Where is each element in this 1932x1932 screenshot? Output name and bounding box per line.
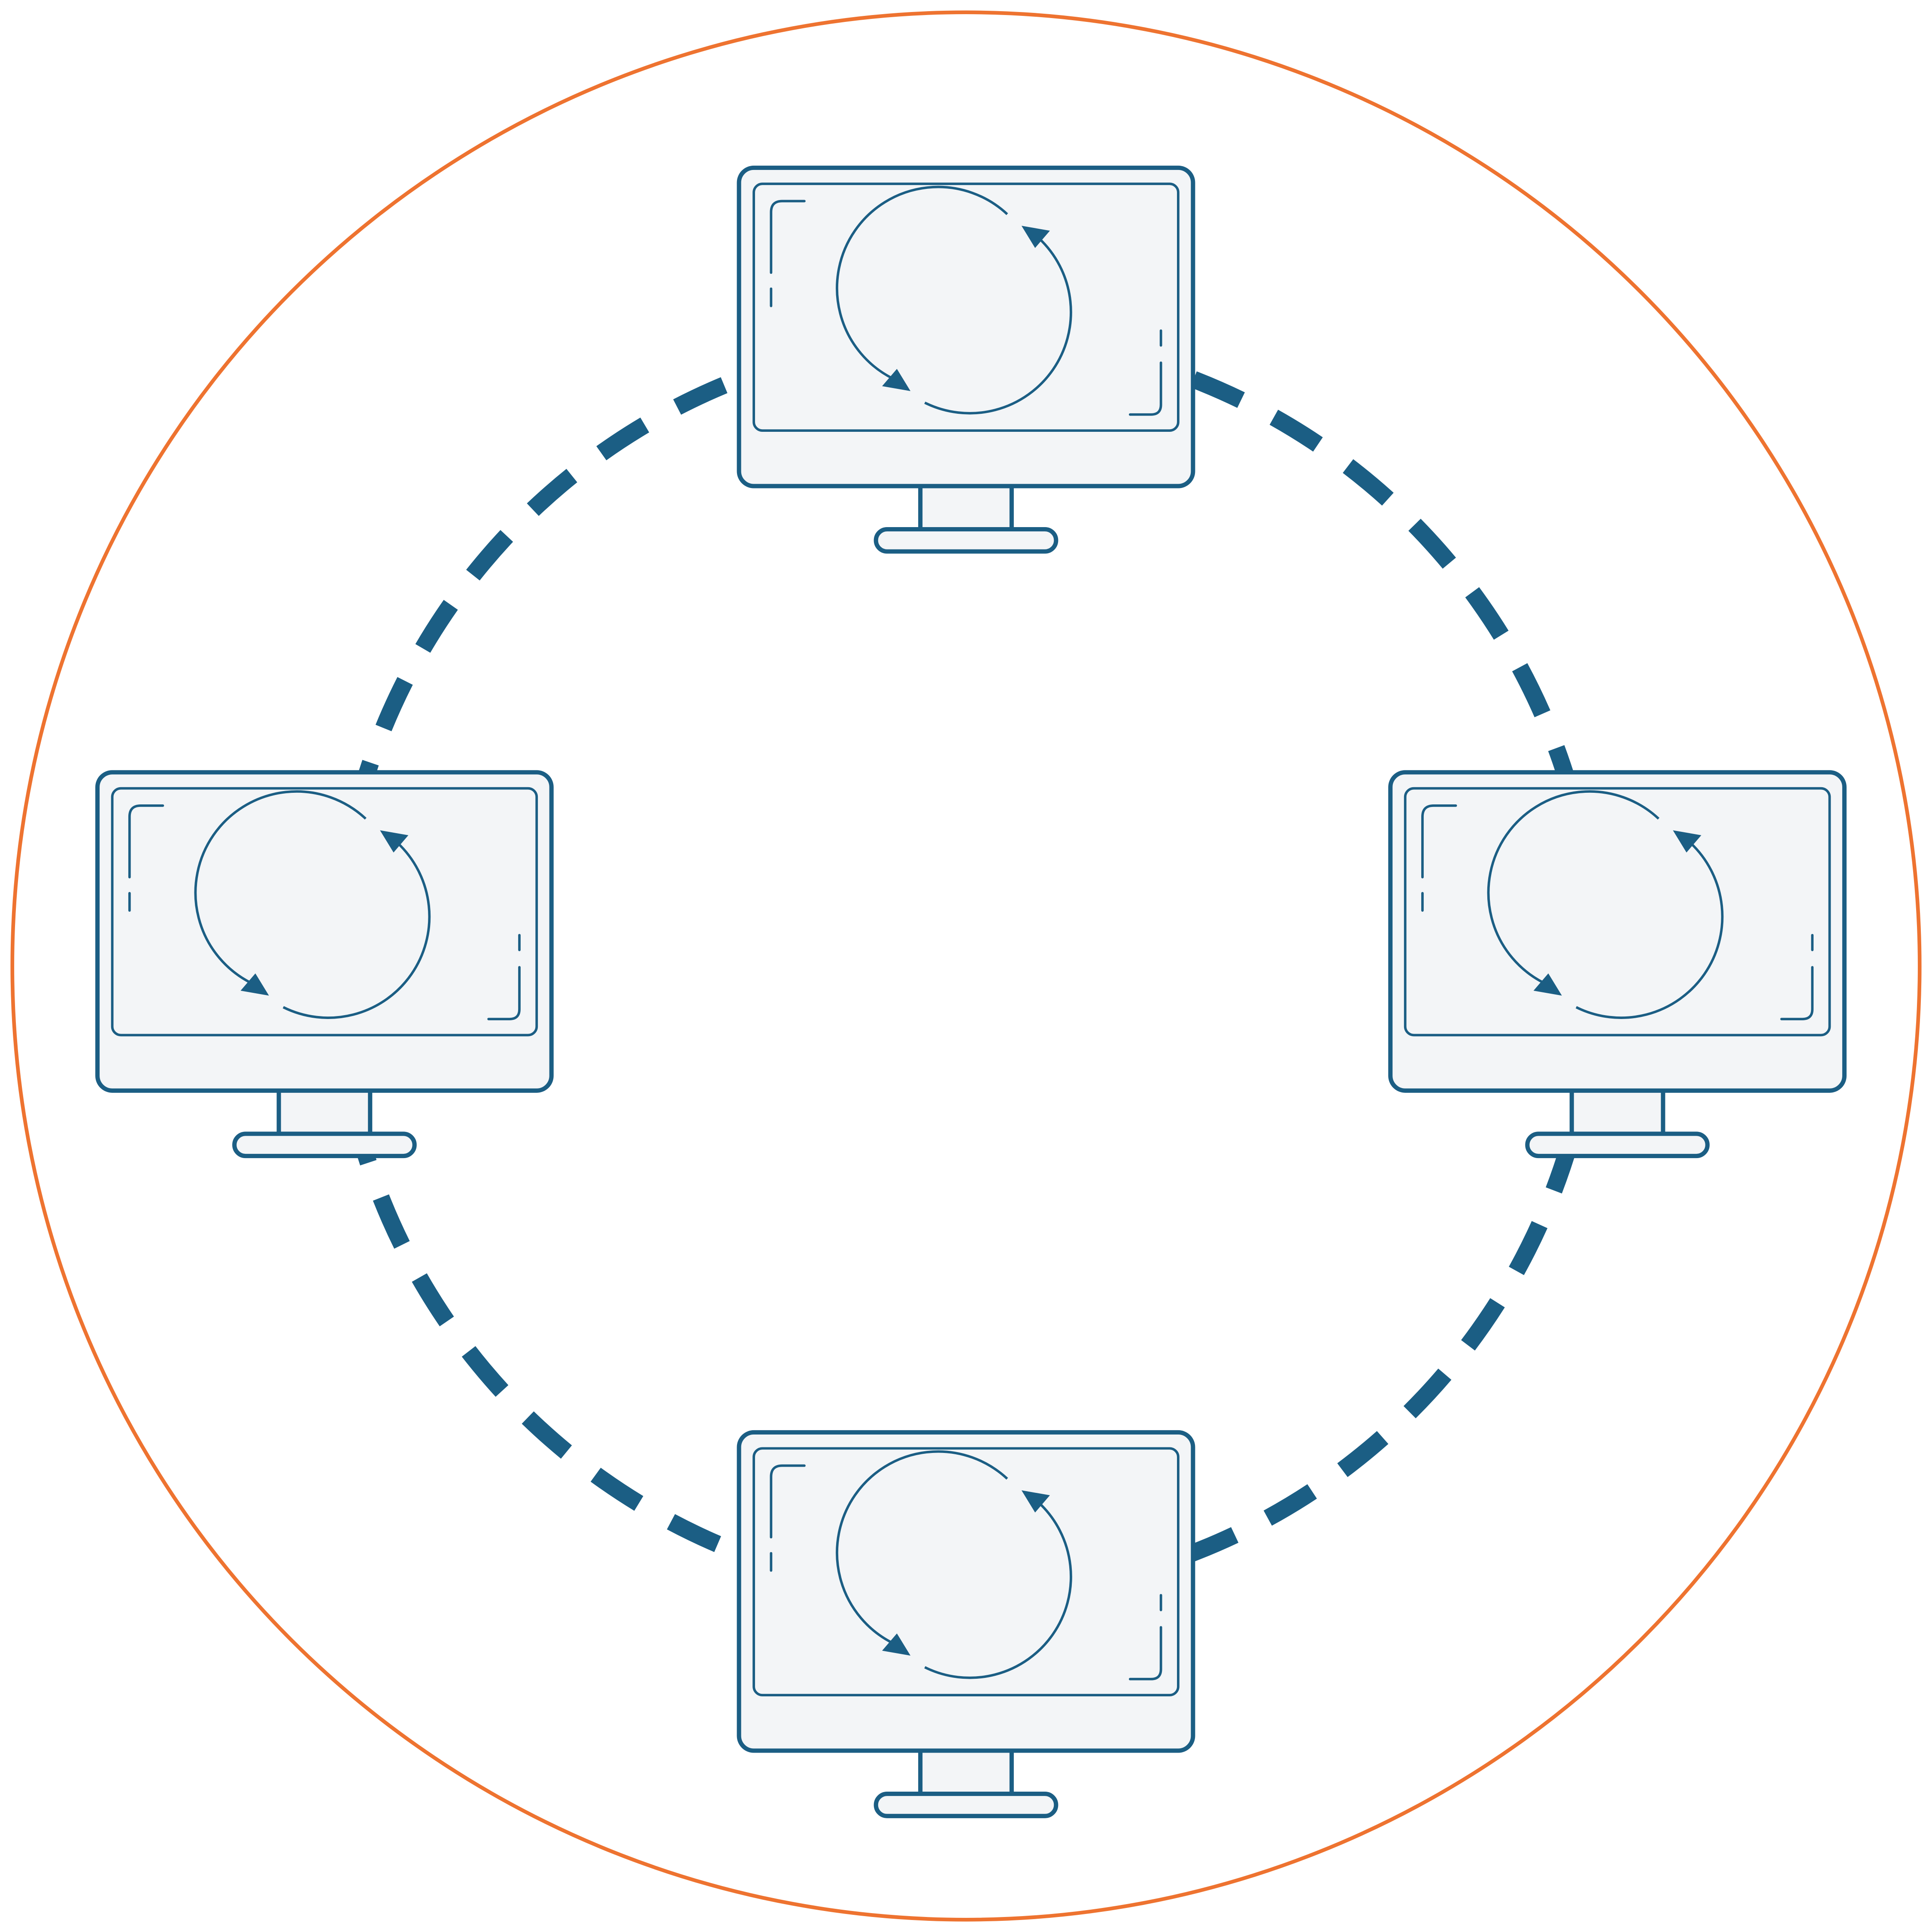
network-nodes bbox=[95, 165, 1847, 1818]
sync-arc bbox=[836, 1450, 1008, 1645]
monitor-node-bottom bbox=[737, 1430, 1195, 1818]
sync-arc bbox=[924, 1501, 1072, 1679]
sync-arc bbox=[836, 185, 1008, 380]
sync-arrows-icon bbox=[836, 1450, 1072, 1679]
monitor-screen bbox=[752, 1447, 1180, 1697]
monitor-stand-base bbox=[873, 1792, 1059, 1818]
monitor-node-top bbox=[737, 165, 1195, 554]
monitor-screen bbox=[752, 182, 1180, 432]
sync-arrows-icon bbox=[194, 790, 431, 1019]
sync-arrowhead bbox=[882, 369, 911, 391]
sync-arrows-icon bbox=[836, 185, 1072, 415]
sync-arrowhead bbox=[882, 1633, 911, 1656]
sync-arrowhead bbox=[1021, 225, 1050, 248]
screen-corner-mark bbox=[128, 804, 164, 879]
sync-arc bbox=[924, 237, 1072, 415]
sync-arc bbox=[1575, 841, 1724, 1019]
screen-corner-mark bbox=[1780, 966, 1814, 1020]
screen-corner-mark bbox=[1128, 361, 1162, 416]
monitor-stand-neck bbox=[918, 1744, 1014, 1801]
sync-arrowhead bbox=[1021, 1490, 1050, 1513]
monitor-stand-neck bbox=[276, 1085, 373, 1141]
sync-arrows-icon bbox=[1487, 790, 1724, 1019]
screen-corner-mark bbox=[770, 200, 806, 274]
monitor-stand-neck bbox=[1569, 1085, 1665, 1141]
sync-arc bbox=[282, 841, 431, 1019]
monitor-node-left bbox=[95, 770, 554, 1159]
monitor-stand-base bbox=[873, 527, 1059, 554]
sync-arc bbox=[1487, 790, 1660, 985]
outer-orange-ring bbox=[10, 10, 1922, 1922]
monitor-stand-base bbox=[232, 1131, 417, 1159]
sync-arrowhead bbox=[1533, 973, 1562, 996]
screen-corner-mark bbox=[1128, 1626, 1162, 1680]
monitor-screen bbox=[1404, 787, 1831, 1037]
monitor-stand-neck bbox=[918, 480, 1014, 537]
sync-arrowhead bbox=[240, 973, 269, 996]
sync-arrowhead bbox=[380, 830, 409, 853]
screen-corner-mark bbox=[770, 1464, 806, 1539]
sync-arrowhead bbox=[1673, 830, 1701, 853]
sync-arc bbox=[194, 790, 367, 985]
monitor-screen bbox=[111, 787, 538, 1037]
monitor-stand-base bbox=[1525, 1131, 1710, 1159]
screen-corner-mark bbox=[1421, 804, 1457, 879]
monitor-node-right bbox=[1388, 770, 1847, 1159]
screen-corner-mark bbox=[487, 966, 521, 1020]
